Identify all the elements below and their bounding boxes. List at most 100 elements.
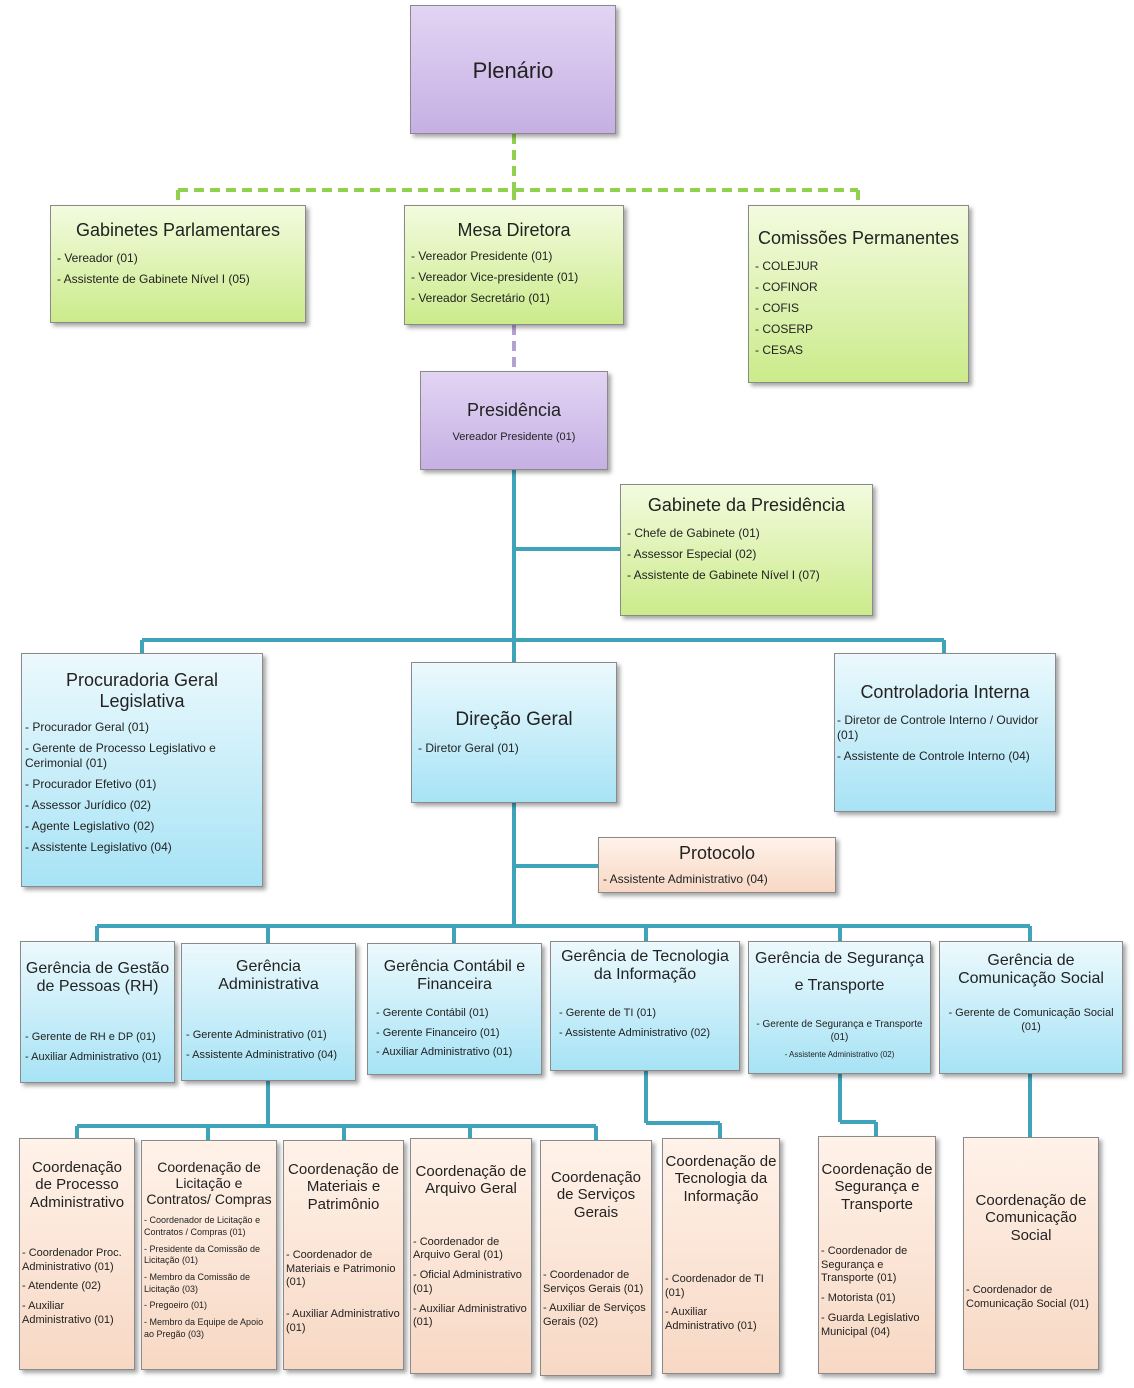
coord-ti-title: Coordenação de Tecnologia da Informação: [665, 1153, 777, 1205]
coordenacao-processo-box: Coordenação de Processo Administrativo -…: [19, 1138, 135, 1370]
coord-serv-item: - Coordenador de Serviços Gerais (01): [543, 1268, 644, 1295]
coordenacao-comunicacao-box: Coordenação de Comunicação Social - Coor…: [963, 1137, 1099, 1370]
coordenacao-servicos-box: Coordenação de Serviços Gerais - Coorden…: [540, 1140, 652, 1376]
mesa-item: - Vereador Secretário (01): [411, 290, 550, 305]
ger-ti-title: Gerência de Tecnologia da Informação: [561, 948, 729, 984]
coord-lic-title: Coordenação de Licitação e Contratos/ Co…: [146, 1159, 272, 1208]
coord-lic-item: - Presidente da Comissão de Licitação (0…: [144, 1243, 261, 1266]
ger-seg-item: - Gerente de Segurança e Transporte (01): [756, 1019, 923, 1043]
direcao-title: Direção Geral: [455, 709, 573, 730]
coord-com-item: - Coordenador de Comunicação Social (01): [966, 1283, 1089, 1310]
procuradoria-title: Procuradoria Geral Legislativa: [65, 670, 219, 711]
coord-mat-item: - Auxiliar Administrativo (01): [286, 1308, 400, 1334]
gerencia-administrativa-box: Gerência Administrativa - Gerente Admini…: [181, 943, 356, 1081]
protocolo-item: - Assistente Administrativo (04): [603, 871, 768, 886]
ger-rh-item: - Gerente de RH e DP (01): [25, 1030, 156, 1043]
ger-ti-item: - Gerente de TI (01): [559, 1006, 657, 1019]
gabinete-presidencia-item: - Assistente de Gabinete Nível I (07): [627, 567, 820, 582]
procuradoria-item: - Agente Legislativo (02): [25, 819, 155, 834]
coord-ti-item: - Auxiliar Administrativo (01): [665, 1306, 757, 1332]
protocolo-box: Protocolo - Assistente Administrativo (0…: [598, 837, 836, 893]
coord-seg-item: - Coordenador de Segurança e Transporte …: [821, 1244, 908, 1285]
coord-lic-item: - Membro da Equipe de Apoio ao Pregão (0…: [144, 1317, 264, 1339]
ger-adm-item: - Gerente Administrativo (01): [186, 1028, 327, 1041]
procuradoria-item: - Procurador Efetivo (01): [25, 777, 157, 792]
plenario-box: Plenário: [410, 5, 616, 134]
mesa-item: - Vereador Presidente (01): [411, 248, 553, 263]
comissoes-title: Comissões Permanentes: [757, 228, 960, 248]
mesa-diretora-box: Mesa Diretora - Vereador Presidente (01)…: [404, 205, 624, 325]
ger-cont-item: - Gerente Financeiro (01): [376, 1026, 500, 1039]
ger-cont-item: - Gerente Contábil (01): [376, 1006, 489, 1019]
gabinete-presidencia-item: - Chefe de Gabinete (01): [627, 525, 760, 540]
coord-arq-item: - Oficial Administrativo (01): [413, 1269, 522, 1295]
presidencia-item: Vereador Presidente (01): [452, 430, 576, 443]
gabinete-presidencia-box: Gabinete da Presidência - Chefe de Gabin…: [620, 484, 873, 616]
procuradoria-item: - Gerente de Processo Legislativo e Ceri…: [25, 741, 216, 771]
dashed-connectors: [176, 134, 860, 205]
ger-rh-item: - Auxiliar Administrativo (01): [25, 1050, 162, 1063]
procuradoria-item: - Procurador Geral (01): [25, 720, 150, 735]
procuradoria-box: Procuradoria Geral Legislativa - Procura…: [21, 653, 263, 887]
solid-connectors: [75, 470, 1032, 1140]
comissoes-item: - CESAS: [755, 342, 804, 357]
coord-serv-item: - Auxiliar de Serviços Gerais (02): [543, 1302, 646, 1328]
gabinetes-parlamentares-box: Gabinetes Parlamentares - Vereador (01) …: [50, 205, 306, 323]
coord-serv-title: Coordenação de Serviços Gerais: [550, 1169, 642, 1221]
comissoes-permanentes-box: Comissões Permanentes - COLEJUR - COFINO…: [748, 205, 969, 383]
coord-seg-item: - Guarda Legislativo Municipal (04): [821, 1311, 920, 1338]
coord-mat-title: Coordenação de Materiais e Patrimônio: [288, 1161, 399, 1213]
gerencia-ti-box: Gerência de Tecnologia da Informação - G…: [550, 941, 740, 1071]
coord-proc-item: - Coordenador Proc. Administrativo (01): [22, 1246, 122, 1273]
ger-cont-item: - Auxiliar Administrativo (01): [376, 1046, 513, 1059]
controladoria-title: Controladoria Interna: [860, 682, 1030, 702]
ger-adm-item: - Assistente Administrativo (04): [186, 1048, 338, 1061]
coord-lic-item: - Membro da Comissão de Licitação (03): [144, 1272, 251, 1294]
gabinete-presidencia-title: Gabinete da Presidência: [647, 495, 846, 515]
coord-ti-item: - Coordenador de TI (01): [665, 1272, 764, 1299]
comissoes-item: - COFIS: [755, 300, 799, 315]
direcao-geral-box: Direção Geral - Diretor Geral (01): [411, 662, 617, 803]
coordenacao-materiais-box: Coordenação de Materiais e Patrimônio - …: [283, 1140, 404, 1370]
presidencia-title: Presidência: [466, 400, 562, 420]
coord-seg-title: Coordenação de Segurança e Transporte: [821, 1161, 933, 1213]
mesa-item: - Vereador Vice-presidente (01): [411, 269, 579, 284]
coord-arq-item: - Coordenador de Arquivo Geral (01): [413, 1235, 503, 1262]
gerencia-rh-box: Gerência de Gestão de Pessoas (RH) - Ger…: [20, 941, 175, 1083]
procuradoria-item: - Assessor Jurídico (02): [25, 798, 152, 813]
plenario-title: Plenário: [472, 58, 554, 83]
ger-adm-title: Gerência Administrativa: [218, 958, 319, 994]
coord-lic-item: - Coordenador de Licitação e Contratos /…: [144, 1215, 261, 1237]
coordenacao-arquivo-box: Coordenação de Arquivo Geral - Coordenad…: [410, 1138, 532, 1374]
coord-arq-item: - Auxiliar Administrativo (01): [413, 1302, 527, 1329]
gabinetes-title: Gabinetes Parlamentares: [75, 220, 281, 240]
ger-cont-title: Gerência Contábil e Financeira: [383, 958, 526, 994]
gerencia-seguranca-box: Gerência de Segurança e Transporte - Ger…: [748, 941, 931, 1074]
gabinete-presidencia-item: - Assessor Especial (02): [627, 546, 757, 561]
coordenacao-ti-box: Coordenação de Tecnologia da Informação …: [662, 1138, 780, 1374]
coord-mat-item: - Coordenador de Materiais e Patrimonio …: [286, 1248, 396, 1289]
ger-seg-item: - Assistente Administrativo (02): [784, 1050, 895, 1060]
coord-com-title: Coordenação de Comunicação Social: [975, 1192, 1087, 1244]
presidencia-box: Presidência Vereador Presidente (01): [420, 371, 608, 470]
gerencia-comunicacao-box: Gerência de Comunicação Social - Gerente…: [939, 941, 1123, 1074]
ger-com-title: Gerência de Comunicação Social: [958, 952, 1104, 988]
ger-com-item: - Gerente de Comunicação Social (01): [948, 1006, 1114, 1033]
ger-seg-title: Gerência de Segurança e Transporte: [755, 950, 924, 995]
coord-lic-item: - Pregoeiro (01): [144, 1300, 208, 1311]
direcao-item: - Diretor Geral (01): [418, 740, 519, 755]
ger-rh-title: Gerência de Gestão de Pessoas (RH): [25, 960, 170, 996]
comissoes-item: - COSERP: [755, 321, 814, 336]
coord-proc-title: Coordenação de Processo Administrativo: [29, 1159, 125, 1211]
coordenacao-seguranca-box: Coordenação de Segurança e Transporte - …: [818, 1136, 936, 1374]
controladoria-item: - Diretor de Controle Interno / Ouvidor …: [837, 712, 1039, 742]
gerencia-contabil-box: Gerência Contábil e Financeira - Gerente…: [367, 943, 542, 1075]
controladoria-item: - Assistente de Controle Interno (04): [837, 748, 1030, 763]
mesa-title: Mesa Diretora: [457, 220, 571, 240]
comissoes-item: - COFINOR: [755, 279, 818, 294]
coord-proc-item: - Atendente (02): [22, 1280, 101, 1293]
coord-arq-title: Coordenação de Arquivo Geral: [415, 1163, 527, 1198]
coordenacao-licitacao-box: Coordenação de Licitação e Contratos/ Co…: [141, 1140, 277, 1370]
coord-proc-item: - Auxiliar Administrativo (01): [22, 1300, 114, 1326]
